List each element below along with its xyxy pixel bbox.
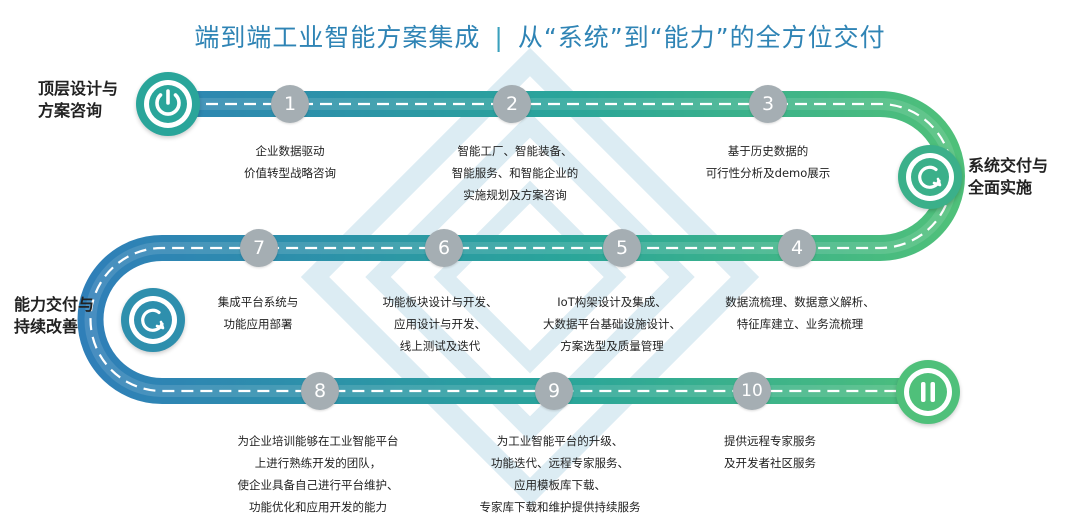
step-10-line: 及开发者社区服务	[724, 456, 816, 470]
step-4-line: 特征库建立、业务流梳理	[736, 317, 864, 331]
phase-end-milestone	[896, 360, 960, 424]
step-7-line: 功能应用部署	[223, 317, 293, 331]
phase-label-design: 顶层设计与 方案咨询	[38, 79, 119, 120]
title-divider: |	[494, 23, 504, 52]
title-main: 端到端工业智能方案集成	[194, 23, 481, 52]
step-9-line: 专家库下载和维护提供持续服务	[479, 500, 641, 514]
step-desc-10: 提供远程专家服务 及开发者社区服务	[670, 430, 870, 474]
step-6-line: 线上测试及迭代	[399, 339, 481, 353]
title-sub: 从“系统”到“能力”的全方位交付	[517, 23, 886, 52]
step-desc-9: 为工业智能平台的升级、 功能迭代、远程专家服务、 应用模板库下载、 专家库下载和…	[445, 430, 675, 518]
phase-label-delivery: 系统交付与 全面实施	[968, 156, 1049, 197]
power-icon	[144, 80, 192, 128]
step-desc-1: 企业数据驱动 价值转型战略咨询	[190, 140, 390, 184]
step-2-line: 智能服务、和智能企业的	[451, 166, 579, 180]
step-desc-2: 智能工厂、智能装备、 智能服务、和智能企业的 实施规划及方案咨询	[415, 140, 615, 206]
step-6-line: 功能板块设计与开发、	[382, 295, 498, 309]
step-8-line: 功能优化和应用开发的能力	[249, 500, 387, 514]
step-desc-6: 功能板块设计与开发、 应用设计与开发、 线上测试及迭代	[340, 291, 540, 357]
phase-design-milestone	[136, 72, 200, 136]
step-2-line: 智能工厂、智能装备、	[457, 144, 573, 158]
pause-icon	[904, 368, 952, 416]
step-5-line: IoT构架设计及集成、	[557, 295, 667, 309]
step-node-10: 10	[733, 372, 771, 410]
step-3-line: 可行性分析及demo展示	[705, 166, 831, 180]
step-desc-7: 集成平台系统与 功能应用部署	[173, 291, 343, 335]
step-9-line: 应用模板库下载、	[514, 478, 606, 492]
step-8-line: 上进行熟练开发的团队，	[254, 456, 382, 470]
watermark-logo	[300, 47, 760, 507]
phase-capability-milestone	[121, 288, 185, 352]
step-9-line: 为工业智能平台的升级、	[496, 434, 624, 448]
phase-label-capability: 能力交付与 持续改善	[14, 295, 95, 336]
step-1-line: 企业数据驱动	[255, 144, 325, 158]
step-node-1: 1	[271, 85, 309, 123]
step-node-7: 7	[240, 229, 278, 267]
road-center-dashes	[89, 102, 954, 393]
step-1-line: 价值转型战略咨询	[244, 166, 336, 180]
step-7-line: 集成平台系统与	[217, 295, 299, 309]
phase-delivery-milestone	[898, 145, 962, 209]
step-9-line: 功能迭代、远程专家服务、	[491, 456, 629, 470]
step-node-8: 8	[301, 372, 339, 410]
step-desc-3: 基于历史数据的 可行性分析及demo展示	[668, 140, 868, 184]
step-3-line: 基于历史数据的	[727, 144, 809, 158]
step-node-5: 5	[603, 229, 641, 267]
step-2-line: 实施规划及方案咨询	[463, 188, 567, 202]
step-8-line: 使企业具备自己进行平台维护、	[237, 478, 399, 492]
step-node-3: 3	[749, 85, 787, 123]
step-8-line: 为企业培训能够在工业智能平台	[237, 434, 399, 448]
step-node-4: 4	[778, 229, 816, 267]
step-5-line: 方案选型及质量管理	[560, 339, 664, 353]
step-node-2: 2	[493, 85, 531, 123]
step-desc-5: IoT构架设计及集成、 大数据平台基础设施设计、 方案选型及质量管理	[512, 291, 712, 357]
step-10-line: 提供远程专家服务	[724, 434, 816, 448]
step-node-6: 6	[425, 229, 463, 267]
step-6-line: 应用设计与开发、	[394, 317, 486, 331]
refresh-icon	[129, 296, 177, 344]
step-4-line: 数据流梳理、数据意义解析、	[725, 295, 875, 309]
step-5-line: 大数据平台基础设施设计、	[543, 317, 681, 331]
step-node-9: 9	[535, 372, 573, 410]
refresh-icon	[906, 153, 954, 201]
step-desc-8: 为企业培训能够在工业智能平台 上进行熟练开发的团队， 使企业具备自己进行平台维护…	[198, 430, 438, 518]
page-title: 端到端工业智能方案集成 | 从“系统”到“能力”的全方位交付	[0, 18, 1080, 54]
step-desc-4: 数据流梳理、数据意义解析、 特征库建立、业务流梳理	[700, 291, 900, 335]
